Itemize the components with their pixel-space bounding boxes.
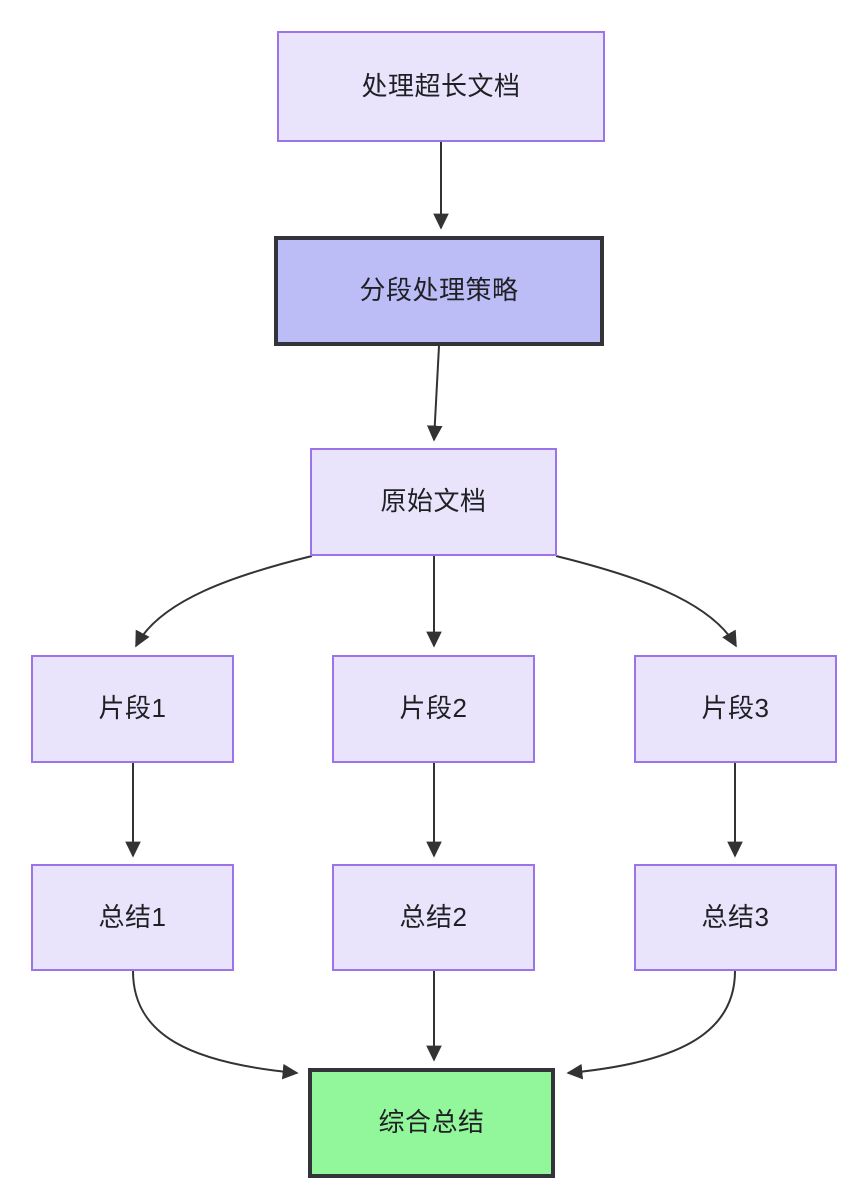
- node-label: 片段3: [701, 693, 770, 724]
- edge-n7-n10: [132, 970, 299, 1080]
- node-label: 总结1: [98, 901, 167, 932]
- node-label: 片段1: [98, 693, 167, 724]
- edge-n2-n3: [426, 345, 443, 442]
- node-label: 原始文档: [380, 486, 487, 517]
- node-label: 片段2: [399, 693, 468, 724]
- node-original-document[interactable]: 原始文档: [310, 448, 557, 556]
- node-label: 总结3: [701, 901, 770, 932]
- node-chunk-3[interactable]: 片段3: [634, 655, 837, 763]
- node-summary-2[interactable]: 总结2: [332, 864, 535, 971]
- node-chunking-strategy[interactable]: 分段处理策略: [274, 236, 604, 346]
- node-label: 总结2: [399, 901, 468, 932]
- node-summary-3[interactable]: 总结3: [634, 864, 837, 971]
- node-summary-1[interactable]: 总结1: [31, 864, 234, 971]
- node-label: 处理超长文档: [361, 70, 521, 101]
- edge-n3-n6: [555, 555, 737, 648]
- node-combined-summary[interactable]: 综合总结: [308, 1068, 555, 1178]
- node-label: 分段处理策略: [359, 275, 519, 306]
- edge-n9-n10: [566, 970, 736, 1080]
- edge-n3-n4: [135, 555, 313, 648]
- node-chunk-2[interactable]: 片段2: [332, 655, 535, 763]
- node-label: 综合总结: [378, 1107, 485, 1138]
- node-process-long-document[interactable]: 处理超长文档: [277, 31, 605, 142]
- node-chunk-1[interactable]: 片段1: [31, 655, 234, 763]
